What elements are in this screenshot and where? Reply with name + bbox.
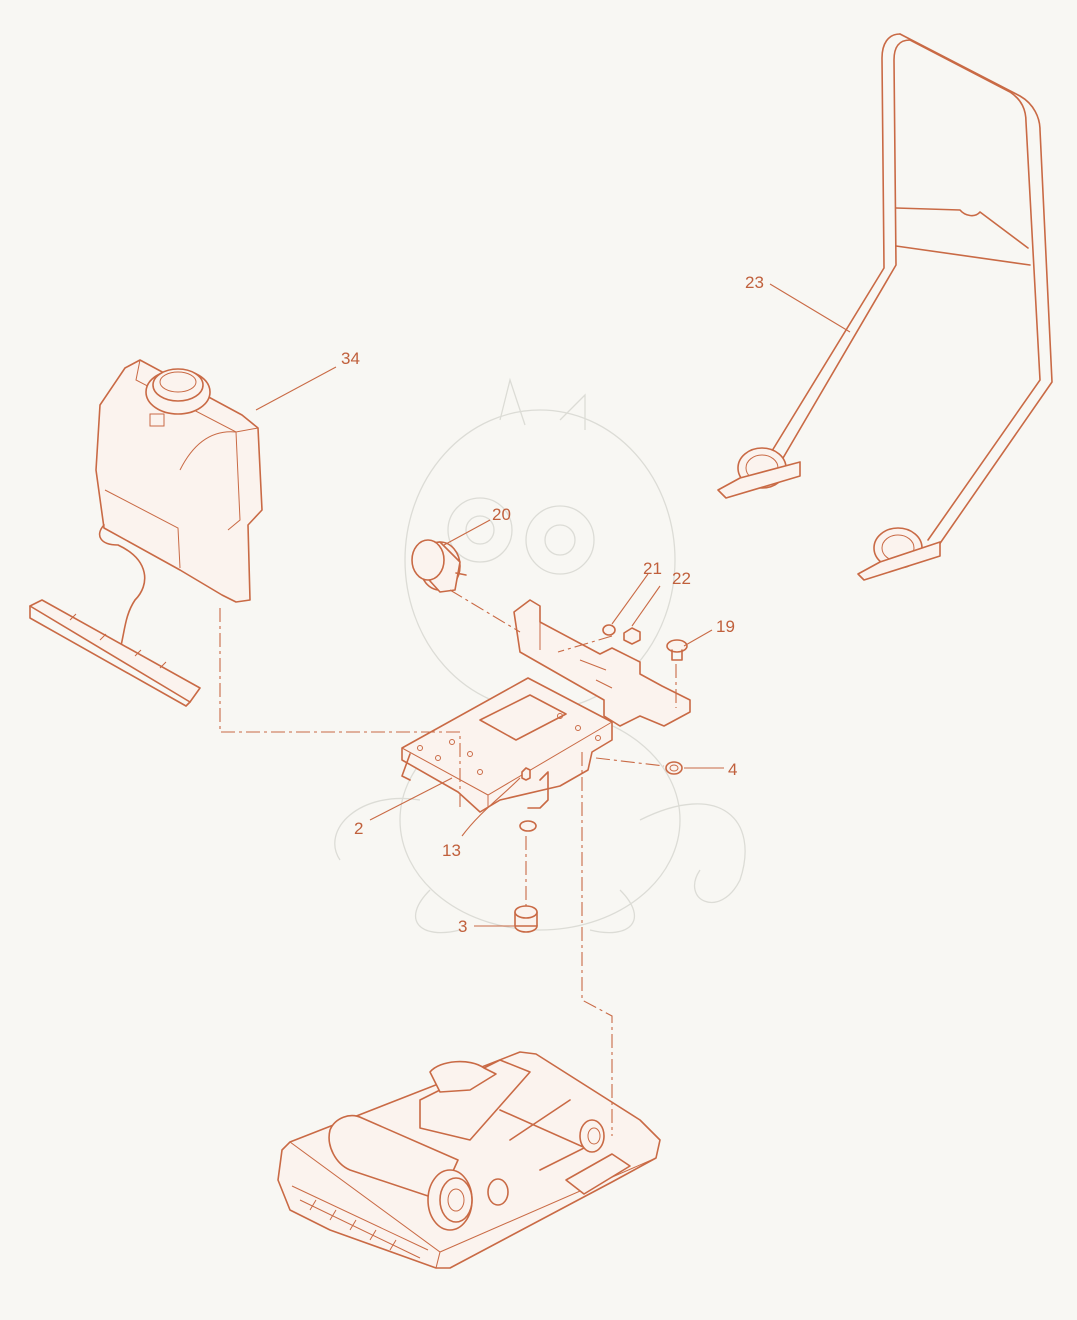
nut-part-13 (521, 767, 531, 781)
callout-19: 19 (716, 617, 735, 636)
buffer-part-20 (411, 539, 467, 593)
base-plate-assembly (277, 1051, 661, 1269)
callout-23: 23 (745, 273, 764, 292)
callout-20: 20 (492, 505, 511, 524)
callout-labels: 34 23 20 21 22 19 4 2 13 3 (341, 273, 764, 936)
callout-3: 3 (458, 917, 467, 936)
handle-part-23 (717, 33, 1053, 581)
callout-21: 21 (643, 559, 662, 578)
callout-4: 4 (728, 760, 737, 779)
callout-13: 13 (442, 841, 461, 860)
nut-part-22 (623, 627, 641, 645)
washer-part-21 (602, 624, 616, 636)
callout-34: 34 (341, 349, 360, 368)
callout-2: 2 (354, 819, 363, 838)
buffer-part-3 (514, 905, 538, 933)
bolt-part-19 (666, 639, 688, 661)
frame-part-2 (401, 599, 691, 832)
bolt-part-4 (665, 761, 683, 775)
callout-22: 22 (672, 569, 691, 588)
assembly-lines (219, 589, 677, 1136)
water-tank-part-34 (29, 359, 263, 707)
leader-lines (255, 283, 851, 927)
